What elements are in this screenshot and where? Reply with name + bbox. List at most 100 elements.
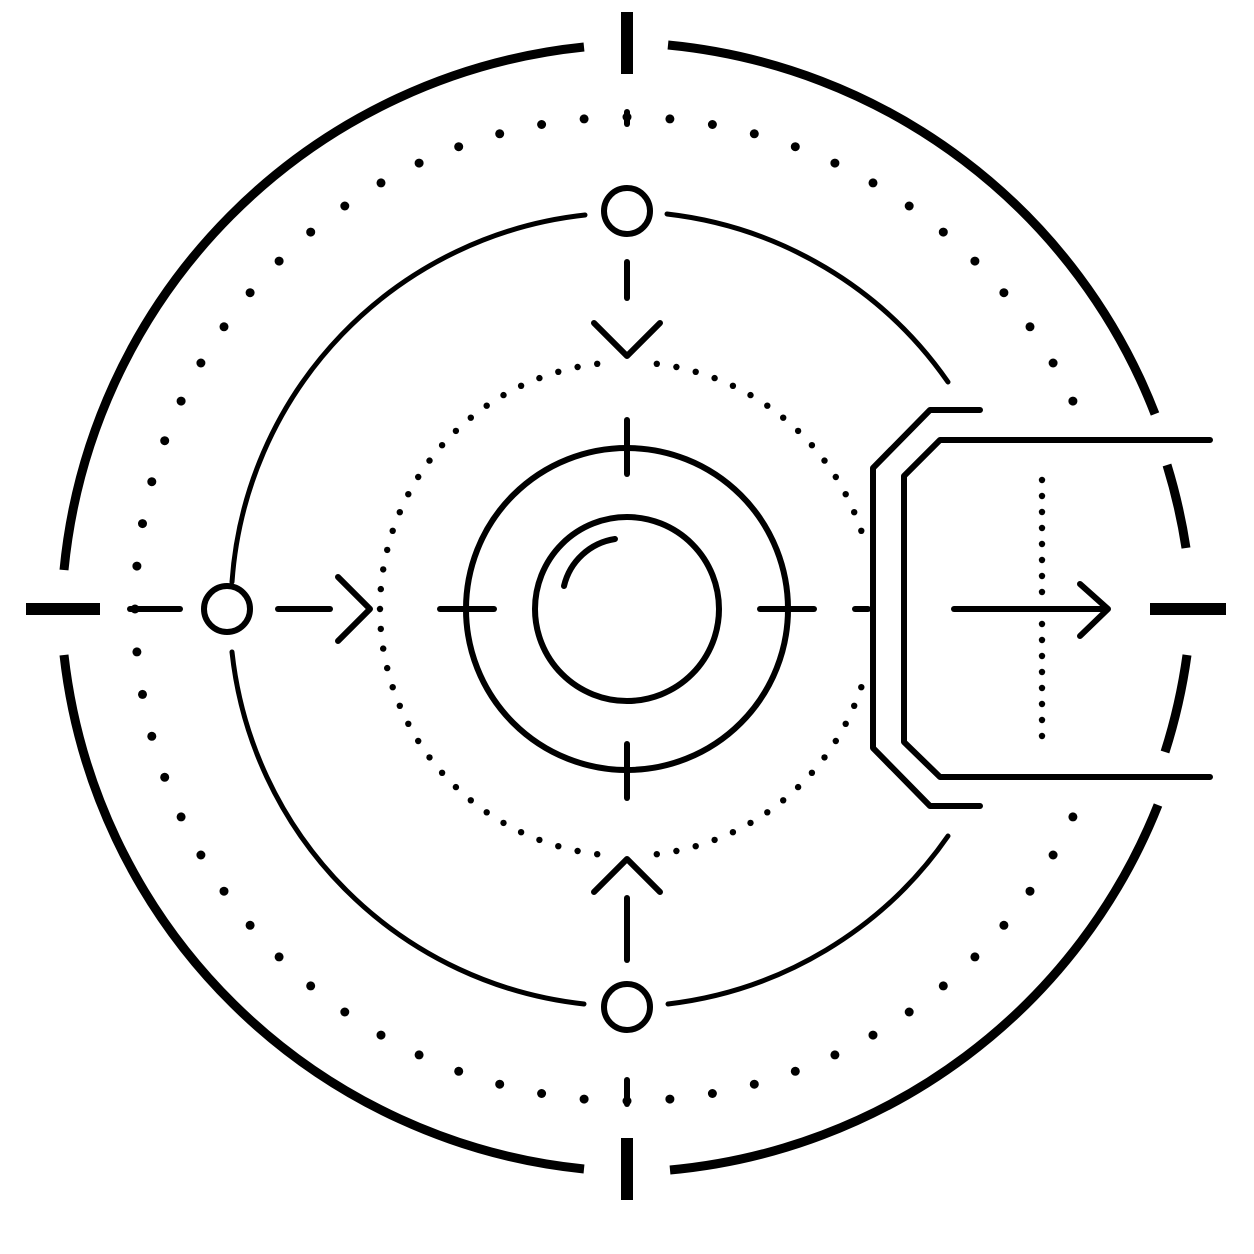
inner-ring-dot	[747, 819, 754, 827]
output-bracket	[870, 407, 1213, 809]
inner-ring-dot	[832, 473, 839, 481]
outer-ring-dot	[970, 952, 980, 962]
inner-dotted-ring	[376, 360, 865, 858]
outer-ticks	[26, 12, 1226, 1200]
inner-ring-dot	[500, 391, 507, 399]
inner-ring-dot	[389, 527, 396, 534]
outer-ring-arc-right-lower	[1160, 654, 1192, 754]
inner-ring-dot	[555, 843, 562, 850]
inner-ring-dot	[467, 414, 474, 421]
inner-ring-dot	[851, 702, 858, 709]
bracket-dot	[1038, 508, 1046, 516]
outer-ring-dot	[414, 1050, 424, 1060]
outer-ring-dot	[196, 358, 206, 368]
inner-ring-dot	[747, 391, 754, 399]
inner-ring-dot	[405, 720, 412, 727]
middle-ring-arc-top-right	[664, 211, 951, 385]
inner-ring-dot	[483, 402, 490, 409]
outer-ring-dot	[938, 227, 948, 237]
connectors	[127, 109, 871, 1107]
outer-ring-dot	[938, 981, 948, 991]
arrow-up	[591, 856, 663, 895]
bracket-dot	[1038, 492, 1046, 500]
inner-ring-dot	[377, 625, 384, 633]
inner-ring-dot	[380, 566, 387, 573]
outer-ring-dot	[904, 1007, 914, 1017]
inner-ring-dot	[808, 769, 816, 776]
outer-ring-dot	[132, 647, 142, 657]
outer-ring-dot	[537, 120, 547, 129]
outer-ring-dot	[665, 114, 675, 124]
outer-ring-dot	[790, 142, 800, 152]
outer-ring-dot	[790, 1066, 800, 1076]
outer-ring-dot	[245, 288, 255, 298]
top-node	[601, 185, 653, 237]
outer-ring-dot	[340, 201, 350, 211]
inner-ring-dot	[574, 847, 581, 855]
outer-ring-dot	[830, 1050, 840, 1060]
outer-ring-dot	[176, 396, 186, 406]
outer-ring-arc-top-right	[667, 40, 1160, 416]
inner-ring-dot	[821, 754, 828, 761]
inner-ring-dot	[396, 509, 403, 516]
inner-ring-dot	[842, 720, 849, 727]
outer-ring-dot	[970, 256, 980, 266]
bracket-dot	[1038, 540, 1046, 548]
outer-ring-dot	[414, 158, 424, 168]
arrow-right-out	[1077, 581, 1111, 639]
outer-ring-dot	[176, 812, 186, 822]
inner-ring-dot	[517, 829, 525, 836]
bracket-outer	[870, 407, 983, 809]
outer-ring-dot	[340, 1007, 350, 1017]
outer-ring-dot	[1048, 850, 1058, 860]
lens-highlight	[561, 536, 618, 589]
outer-ring-dot	[868, 178, 878, 188]
arrow-right-in	[335, 574, 373, 644]
inner-ring-dot	[794, 427, 802, 435]
inner-ring-dot	[808, 442, 816, 449]
outer-ring-dot	[665, 1094, 675, 1104]
bracket-dot	[1038, 700, 1046, 708]
inner-ring-dot	[692, 843, 699, 850]
inner-ring-dot	[729, 829, 737, 836]
inner-ring-dot	[794, 783, 802, 791]
outer-ring-dot	[495, 1079, 505, 1089]
outer-ring-dot	[1068, 812, 1078, 822]
outer-ring-arc-right	[1162, 463, 1191, 549]
outer-ring-dot	[160, 772, 170, 782]
outer-ring-dot	[274, 952, 284, 962]
outer-dotted-ring	[130, 112, 1078, 1106]
inner-ring-dot	[426, 457, 433, 464]
inner-ring-dot	[438, 442, 446, 449]
outer-ring-dot	[454, 1066, 464, 1076]
inner-ring-dot	[842, 491, 849, 498]
outer-ring-dot	[147, 731, 157, 741]
bracket-dot	[1038, 620, 1046, 628]
inner-ring-dot	[415, 737, 422, 745]
inner-ring-dot	[851, 509, 858, 516]
inner-ring-dot	[426, 754, 433, 761]
bracket-dot	[1038, 716, 1046, 724]
inner-ring-dot	[536, 374, 543, 382]
outer-ring-dot	[537, 1089, 547, 1098]
outer-ring-dot	[707, 120, 717, 129]
inner-ring-dot	[673, 363, 680, 371]
inner-ring-dot	[438, 769, 446, 776]
outer-ring-dot	[868, 1030, 878, 1040]
arrow-down	[591, 320, 663, 359]
outer-ring-dot	[1068, 396, 1078, 406]
outer-ring-dot	[579, 1094, 589, 1104]
outer-ring-dot	[376, 1030, 386, 1040]
outer-ring-dot	[219, 322, 229, 332]
inner-ring-dot	[517, 382, 525, 389]
inner-ring-dot	[574, 363, 581, 371]
outer-ring-dot	[830, 158, 840, 168]
outer-ring-dot	[274, 256, 284, 266]
inner-ring-dot	[376, 605, 384, 613]
inner-ring-dot	[452, 783, 460, 791]
inner-ring-dot	[500, 819, 507, 827]
lens-circle	[532, 514, 722, 704]
outer-ring-dot	[999, 288, 1009, 298]
